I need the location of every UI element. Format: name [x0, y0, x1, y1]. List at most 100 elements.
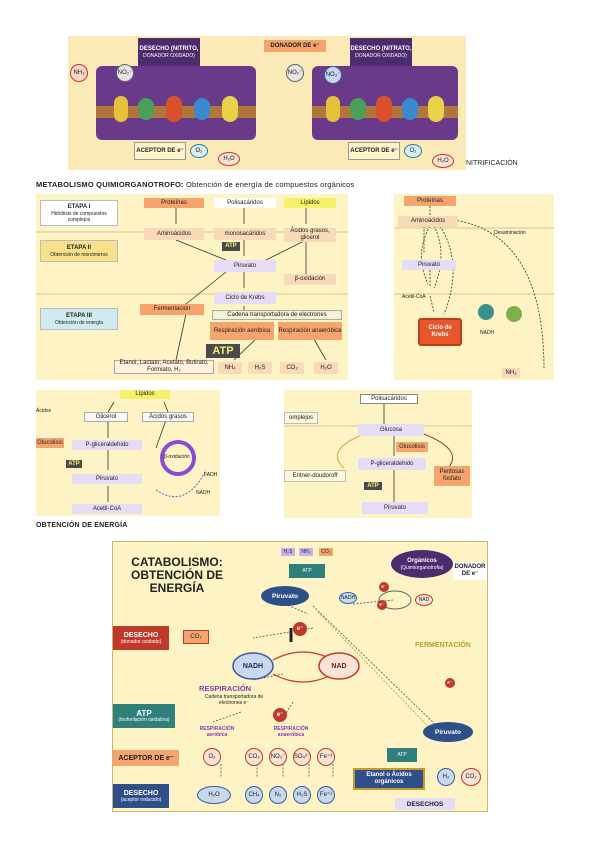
fe3-circle: Fe⁺³: [317, 748, 335, 766]
cadena-label: Cadena transportadora de electrones e⁻: [204, 694, 264, 706]
desecho-nitrato-label: DESECHO (NITRATO, DONADOR OXIDADO): [350, 38, 412, 66]
donador-label: DONADOR DE e⁻: [264, 40, 326, 52]
aceptor-box: ACEPTOR DE e⁻: [113, 750, 179, 766]
resp-anaerobica-label: RESPIRACIÓN anaeróbica: [273, 726, 309, 738]
mini-box-3: CO₂: [319, 548, 333, 556]
beta-oxidacion-box: β-oxidación: [284, 274, 336, 285]
pentosas-box: Pentosas fosfato: [434, 466, 470, 486]
glicerol-box: Glicerol: [84, 412, 128, 422]
piruvato-ellipse: Piruvato: [261, 586, 309, 606]
aceptor-label-left: ACEPTOR DE e⁻: [134, 142, 186, 160]
lipidos-box-c: Lípidos: [120, 390, 170, 399]
atp-box-c: ATP: [66, 460, 82, 468]
polysaccharide-figure: Polisacáridos omplejos Glucosa Glucolisi…: [284, 390, 472, 518]
acetil-label: Acetil-CoA: [402, 294, 426, 300]
aminoacidos-box: Aminoácidos: [144, 228, 204, 240]
nitrificacion-caption: NITRIFICACIÓN: [466, 160, 518, 167]
o2-circle: O₂: [203, 748, 221, 766]
heading-obtencion-energia: OBTENCIÓN DE ENERGÍA: [36, 522, 128, 529]
bacteria-icon-a: [478, 304, 494, 320]
h2o-box: H₂O: [314, 362, 338, 374]
e-small-circle-b: e⁻: [377, 600, 387, 610]
aceptor-label-right: ACEPTOR DE e⁻: [348, 142, 400, 160]
o2-circle-b: O₂: [404, 144, 422, 158]
pgliceraldehido-box-d: P-gliceraldehido: [358, 458, 426, 470]
etapa2-box: ETAPA II Obtención de monómeros: [40, 240, 118, 262]
nitrificacion-figure: DESECHO (NITRITO, DONADOR OXIDADO) DONAD…: [68, 36, 466, 170]
beta-oxidacion-label-c: β-oxidación: [164, 454, 190, 460]
polisacaridos-box: Polisacáridos: [214, 198, 276, 208]
no3-circle: NO₃⁻: [324, 66, 342, 84]
nh3-box-b: NH₃: [502, 368, 520, 378]
etapa3-box: ETAPA III Obtención de energía: [40, 308, 118, 330]
nadh-label: NADH: [242, 662, 264, 670]
e-circle: e⁻: [293, 622, 307, 636]
atp-box: ATP: [222, 242, 240, 251]
lipid-figure: Lípidos Ácidos Glicerol Ácidos grasos Gl…: [36, 390, 220, 516]
membrane-diagram-left: [96, 66, 256, 140]
acetil-box-c: Acetil-CoA: [72, 504, 142, 514]
lipidos-box: Lípidos: [284, 198, 336, 208]
heading-quimiorganotrofo: METABOLISMO QUIMIORGANOTROFO: Obtención …: [36, 180, 355, 189]
fermentacion-label: FERMENTACIÓN: [415, 642, 471, 649]
piruvato-box: Piruvato: [214, 260, 276, 272]
catabolismo-figure: CATABOLISMO: OBTENCIÓN DE ENERGÍA H₂S NH…: [112, 541, 488, 812]
h2o-circle-a: H₂O: [218, 152, 240, 166]
glucolisis-box-c: Glucolisis: [36, 438, 64, 448]
ciclo-krebs-box: Ciclo de Krebs: [214, 292, 276, 304]
fe2-circle: Fe⁺²: [317, 786, 335, 804]
h2o-circle-b: H₂O: [432, 154, 454, 168]
etanol-box: Etanol o Ácidos orgánicos: [353, 768, 425, 790]
piruvato-box-b: Piruvato: [402, 260, 456, 270]
stages-figure: ETAPA I Hidrólisis de compuestos complej…: [36, 194, 348, 380]
bacteria-icon-b: [506, 306, 522, 322]
so4-circle: SO₄²⁻: [293, 748, 311, 766]
glucosa-box: Glucosa: [358, 424, 424, 436]
no2-circle-b: NO₂⁻: [286, 64, 304, 82]
complejos-box: omplejos: [284, 412, 318, 424]
mini-box-1: H₂S: [281, 548, 295, 556]
piruvato-box-c: Piruvato: [72, 474, 142, 484]
nad-small-ellipse: NAD: [415, 594, 433, 606]
co2-box-cat: CO₂: [183, 630, 209, 644]
e-circle-resp: e⁻: [273, 708, 287, 722]
donador-box: DONADOR DE e⁻: [453, 562, 487, 580]
etapa1-box: ETAPA I Hidrólisis de compuestos complej…: [40, 200, 118, 226]
proteinas-box: Proteínas: [144, 198, 204, 208]
desechos-box: DESECHOS: [395, 798, 455, 810]
aminoacidos-box-b: Aminoácidos: [398, 216, 458, 227]
desaminacion-label: Desaminación: [494, 230, 526, 236]
protein-figure: Proteínas Aminoácidos Desaminación Piruv…: [394, 194, 554, 380]
respiracion-label: RESPIRACIÓN: [199, 684, 252, 693]
co2-circle-ferm: CO₂: [461, 768, 481, 786]
desecho-box: DESECHO (donador oxidado): [113, 626, 169, 650]
atp-box-small-2: ATP: [387, 748, 417, 762]
atp-box-d: ATP: [364, 482, 382, 490]
h2-circle: H₂: [437, 768, 455, 786]
ch4-circle: CH₄: [245, 786, 263, 804]
pgliceraldehido-box-c: P-gliceraldehido: [72, 440, 142, 450]
mini-box-2: NH₃: [299, 548, 313, 556]
resp-aerobica-box: Respiración aeróbica: [210, 322, 274, 340]
proteinas-box-b: Proteínas: [404, 196, 456, 206]
nadh-small-ellipse: NADH: [339, 592, 357, 604]
co2-circle-cat: CO₂: [245, 748, 263, 766]
n2-circle: N₂: [269, 786, 287, 804]
nad-label: NAD: [331, 662, 347, 670]
no2-circle-a: NO₂⁻: [116, 64, 134, 82]
e-small-circle-a: e⁻: [379, 582, 389, 592]
nh3-circle: NH₃: [70, 64, 88, 82]
mini-atp-box: ATP: [289, 564, 325, 578]
organicos-ellipse: Orgánicos (Quimiorganotrofia): [391, 550, 453, 578]
nadh-label-c: NADH: [196, 490, 211, 496]
ciclo-krebs-box-b: Ciclo de Krebs: [418, 318, 462, 346]
nh4-box: NH₄: [218, 362, 242, 374]
nadh-label-b: NADH: [480, 330, 495, 336]
atp-big-box: ATP: [206, 344, 240, 358]
resp-anaerobica-box: Respiración anaeróbica: [278, 322, 342, 340]
e-circle-ferm: e⁻: [445, 678, 455, 688]
acidos-grasos-box-c: Ácidos grasos: [142, 412, 194, 422]
fadh-label: FADH: [204, 472, 218, 478]
resp-aerobica-label: RESPIRACIÓN aeróbica: [199, 726, 235, 738]
desecho-nitrito-label: DESECHO (NITRITO, DONADOR OXIDADO): [138, 38, 200, 66]
